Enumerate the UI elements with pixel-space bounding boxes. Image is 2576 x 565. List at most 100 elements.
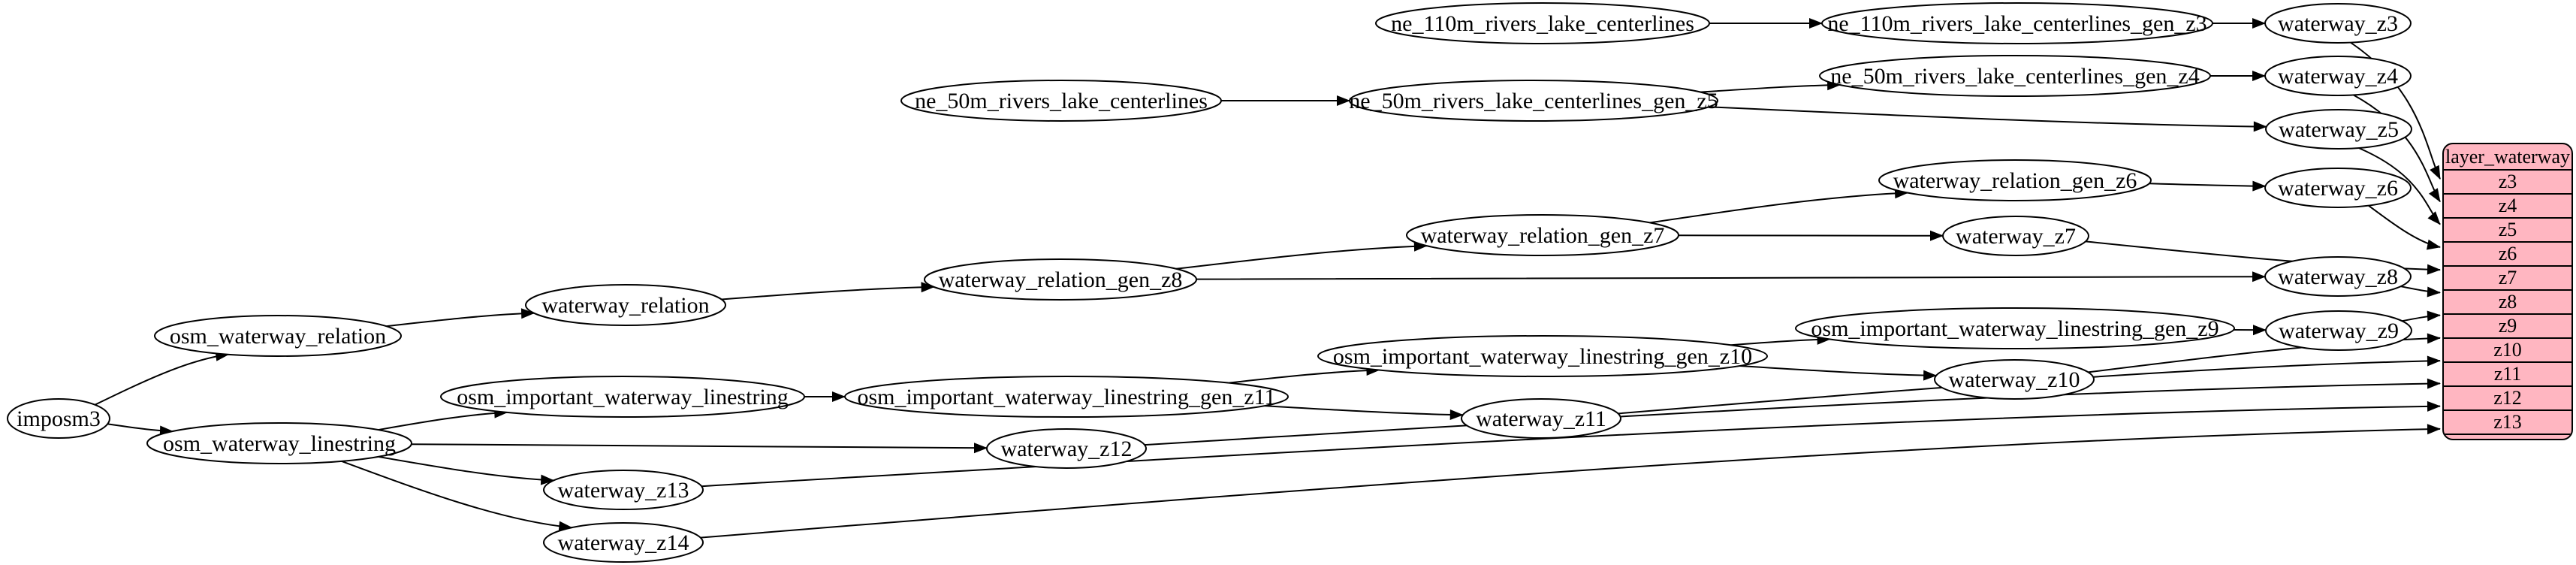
edge-waterway_z5-to-table-row-z5	[2358, 147, 2441, 225]
node-ne_50m_rivers_lake_centerlines_gen_z5: ne_50m_rivers_lake_centerlines_gen_z5	[1349, 80, 1718, 122]
node-label-waterway_relation_gen_z8: waterway_relation_gen_z8	[939, 267, 1183, 292]
edge-osm_waterway_linestring-to-waterway_z12	[411, 443, 988, 454]
node-shape-waterway_z8	[2264, 256, 2412, 297]
node-label-imposm3: imposm3	[17, 406, 101, 431]
edge-osm_important_waterway_linestring_gen_z10-to-osm_important_waterway_linestring_gen_z9	[1730, 334, 1831, 346]
edge-osm_important_waterway_linestring_gen_z10-to-waterway_z10	[1739, 365, 1938, 381]
edge-waterway_z8-to-table-row-z8	[2400, 286, 2441, 298]
node-shape-ne_50m_rivers_lake_centerlines_gen_z5	[1349, 80, 1718, 122]
edge-waterway_z13-to-table-row-z13	[701, 400, 2441, 488]
node-label-osm_waterway_linestring: osm_waterway_linestring	[163, 431, 396, 456]
edge-waterway_relation_gen_z8-to-waterway_relation_gen_z7	[1175, 240, 1428, 270]
table-row-z9: z9	[2444, 313, 2571, 337]
table-row-z13: z13	[2444, 409, 2571, 434]
node-shape-waterway_z11	[1461, 398, 1621, 439]
edge-ne_50m_rivers_lake_centerlines_gen_z5-to-waterway_z5	[1709, 106, 2267, 132]
node-osm_important_waterway_linestring_gen_z10: osm_important_waterway_linestring_gen_z1…	[1317, 335, 1768, 377]
node-osm_waterway_relation: osm_waterway_relation	[154, 315, 402, 357]
node-label-ne_110m_rivers_lake_centerlines_gen_z3: ne_110m_rivers_lake_centerlines_gen_z3	[1827, 11, 2206, 36]
edge-osm_waterway_linestring-to-waterway_z13	[378, 455, 555, 485]
node-shape-waterway_z10	[1934, 359, 2095, 400]
node-waterway_z7: waterway_z7	[1942, 216, 2089, 256]
edge-waterway_z14-to-table-row-z14plus	[700, 424, 2441, 539]
node-osm_waterway_linestring: osm_waterway_linestring	[146, 422, 412, 464]
node-waterway_z14: waterway_z14	[543, 522, 704, 563]
node-shape-osm_important_waterway_linestring_gen_z11	[844, 376, 1289, 418]
node-label-ne_50m_rivers_lake_centerlines_gen_z5: ne_50m_rivers_lake_centerlines_gen_z5	[1349, 89, 1718, 113]
edge-waterway_z4-to-table-row-z4	[2353, 94, 2441, 203]
node-shape-waterway_relation	[525, 284, 726, 326]
edge-osm_important_waterway_linestring_gen_z11-to-waterway_z11	[1264, 405, 1464, 420]
node-shape-waterway_z9	[2265, 310, 2412, 351]
table-row-z14plus: z14+	[2444, 434, 2571, 439]
node-shape-imposm3	[7, 398, 110, 439]
node-shape-osm_important_waterway_linestring_gen_z10	[1317, 335, 1768, 377]
table-rows: z3z4z5z6z7z8z9z10z11z12z13z14+	[2444, 169, 2571, 439]
table-row-z4: z4	[2444, 193, 2571, 217]
node-label-waterway_z6: waterway_z6	[2278, 176, 2398, 201]
edge-osm_waterway_linestring-to-waterway_z14	[341, 460, 573, 532]
table-row-z11: z11	[2444, 361, 2571, 385]
node-shape-waterway_relation_gen_z8	[924, 258, 1197, 301]
node-shape-osm_waterway_linestring	[146, 422, 412, 464]
node-label-waterway_z7: waterway_z7	[1956, 224, 2076, 249]
node-waterway_relation_gen_z7: waterway_relation_gen_z7	[1406, 214, 1679, 256]
edge-osm_waterway_relation-to-waterway_relation	[386, 308, 535, 328]
edge-waterway_z6-to-table-row-z6	[2368, 204, 2441, 250]
node-shape-waterway_z3	[2264, 3, 2412, 44]
table-title: layer_waterway	[2445, 145, 2571, 168]
node-waterway_z3: waterway_z3	[2264, 3, 2412, 44]
edges-layer	[94, 18, 2441, 539]
node-shape-waterway_z6	[2264, 168, 2412, 208]
node-waterway_z13: waterway_z13	[543, 470, 704, 510]
node-label-osm_important_waterway_linestring: osm_important_waterway_linestring	[457, 385, 789, 409]
edge-waterway_relation_gen_z7-to-waterway_relation_gen_z6	[1649, 188, 1909, 224]
node-label-waterway_z11: waterway_z11	[1476, 406, 1606, 431]
node-waterway_z5: waterway_z5	[2265, 109, 2412, 150]
node-label-waterway_z8: waterway_z8	[2278, 264, 2398, 289]
node-shape-waterway_relation_gen_z7	[1406, 214, 1679, 256]
table-row-z3: z3	[2444, 169, 2571, 193]
node-shape-waterway_relation_gen_z6	[1878, 159, 2152, 201]
node-shape-waterway_z7	[1942, 216, 2089, 256]
edge-waterway_relation-to-waterway_relation_gen_z8	[721, 282, 935, 301]
node-waterway_z4: waterway_z4	[2264, 56, 2412, 96]
node-shape-waterway_z14	[543, 522, 704, 563]
node-ne_110m_rivers_lake_centerlines_gen_z3: ne_110m_rivers_lake_centerlines_gen_z3	[1821, 2, 2213, 44]
node-label-waterway_z9: waterway_z9	[2279, 319, 2399, 343]
node-waterway_z6: waterway_z6	[2264, 168, 2412, 208]
node-label-waterway_relation_gen_z6: waterway_relation_gen_z6	[1893, 168, 2137, 193]
node-shape-waterway_z4	[2264, 56, 2412, 96]
node-label-waterway_z14: waterway_z14	[558, 530, 689, 555]
edge-waterway_relation_gen_z6-to-waterway_z6	[2149, 180, 2267, 192]
node-waterway_z11: waterway_z11	[1461, 398, 1621, 439]
node-label-osm_important_waterway_linestring_gen_z11: osm_important_waterway_linestring_gen_z1…	[857, 385, 1275, 409]
table-row-z12: z12	[2444, 385, 2571, 409]
edge-waterway_relation_gen_z7-to-waterway_z7	[1678, 230, 1944, 241]
node-label-waterway_z5: waterway_z5	[2279, 117, 2399, 142]
node-waterway_z9: waterway_z9	[2265, 310, 2412, 351]
node-waterway_relation_gen_z8: waterway_relation_gen_z8	[924, 258, 1197, 301]
node-ne_50m_rivers_lake_centerlines_gen_z4: ne_50m_rivers_lake_centerlines_gen_z4	[1819, 55, 2211, 97]
edge-ne_50m_rivers_lake_centerlines_gen_z5-to-ne_50m_rivers_lake_centerlines_gen_z4	[1700, 80, 1842, 93]
nodes-layer: imposm3 osm_waterway_relation osm_waterway…	[7, 2, 2412, 563]
node-shape-waterway_z13	[543, 470, 704, 510]
node-label-ne_50m_rivers_lake_centerlines_gen_z4: ne_50m_rivers_lake_centerlines_gen_z4	[1830, 64, 2199, 89]
node-label-osm_important_waterway_linestring_gen_z10: osm_important_waterway_linestring_gen_z1…	[1333, 344, 1752, 369]
node-shape-waterway_z12	[986, 428, 1147, 469]
node-label-ne_110m_rivers_lake_centerlines: ne_110m_rivers_lake_centerlines	[1391, 11, 1694, 36]
edge-osm_waterway_linestring-to-osm_important_waterway_linestring	[378, 407, 508, 431]
node-shape-ne_110m_rivers_lake_centerlines_gen_z3	[1821, 2, 2213, 44]
node-label-waterway_z10: waterway_z10	[1949, 367, 2080, 392]
node-osm_important_waterway_linestring_gen_z9: osm_important_waterway_linestring_gen_z9	[1795, 307, 2235, 349]
node-label-waterway_z3: waterway_z3	[2278, 11, 2398, 36]
node-waterway_z8: waterway_z8	[2264, 256, 2412, 297]
node-waterway_relation: waterway_relation	[525, 284, 726, 326]
edge-waterway_z12-to-table-row-z12	[1145, 378, 2441, 446]
node-label-ne_50m_rivers_lake_centerlines: ne_50m_rivers_lake_centerlines	[915, 89, 1208, 113]
node-waterway_relation_gen_z6: waterway_relation_gen_z6	[1878, 159, 2152, 201]
node-imposm3: imposm3	[7, 398, 110, 439]
